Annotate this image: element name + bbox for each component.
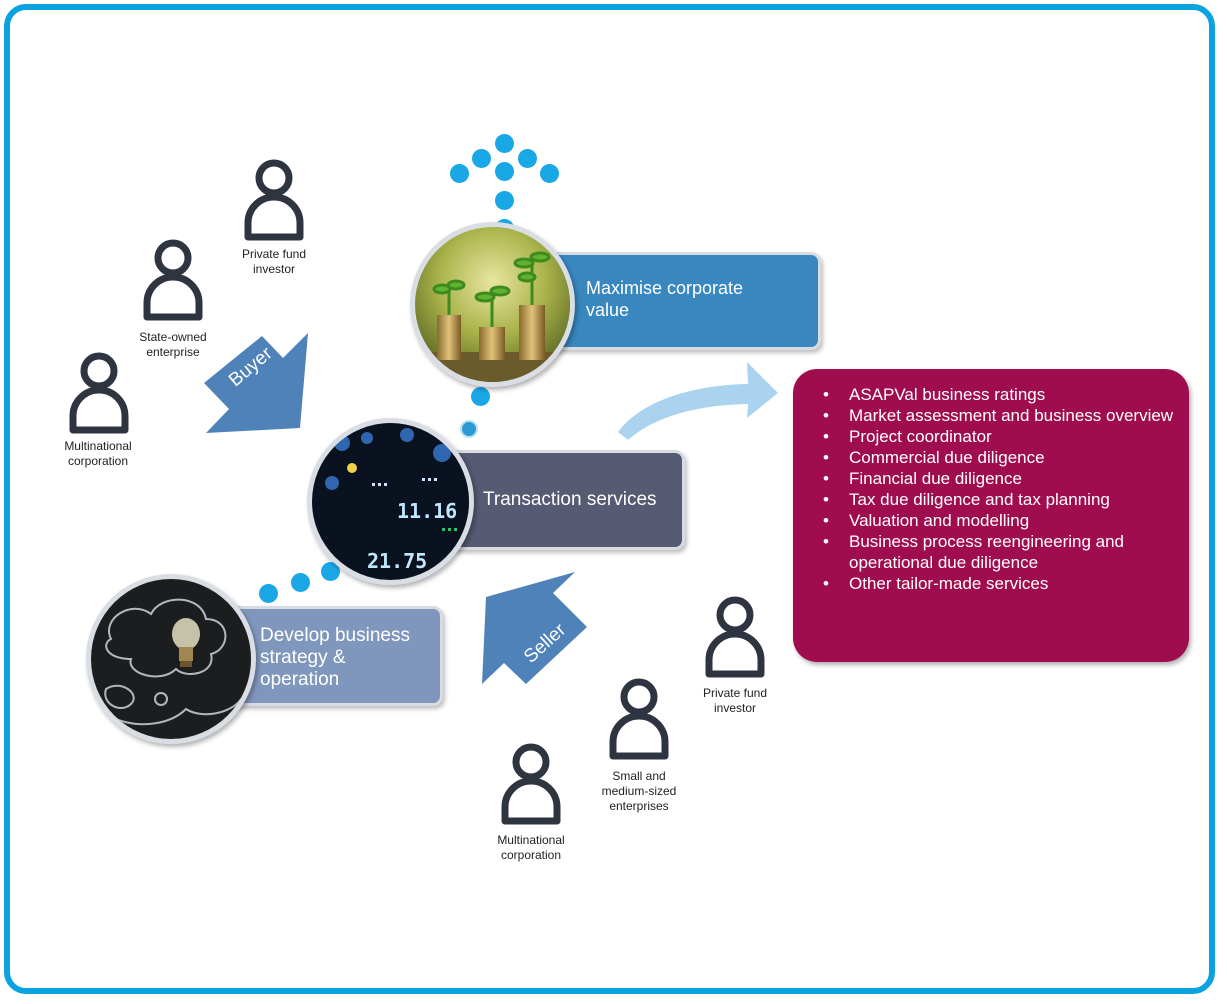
dot (259, 584, 278, 603)
person-label: Multinational corporation (497, 833, 565, 862)
list-item: Market assessment and business overview (823, 405, 1177, 426)
person-label: State-owned enterprise (139, 330, 207, 359)
person-icon (68, 350, 130, 441)
person-icon (608, 676, 670, 767)
dot (460, 420, 478, 438)
dot (472, 149, 491, 168)
dot (540, 164, 559, 183)
person-icon (704, 594, 766, 685)
dot (495, 162, 514, 181)
stock-ticker-photo: 11.16 21.75 (307, 418, 474, 585)
dot (518, 149, 537, 168)
seller-arrow (482, 572, 587, 684)
person-label: Private fund investor (702, 686, 768, 715)
dot (495, 134, 514, 153)
maximise-label: Maximise corporate value (586, 278, 744, 320)
svg-text:21.75: 21.75 (367, 549, 427, 573)
list-item: Other tailor-made services (823, 573, 1177, 594)
develop-label: Develop business strategy & operation (260, 625, 410, 690)
list-item: Tax due diligence and tax planning (823, 489, 1177, 510)
list-item: Financial due diligence (823, 468, 1177, 489)
list-item: Project coordinator (823, 426, 1177, 447)
dot (471, 387, 490, 406)
person-icon (243, 157, 305, 248)
dot (450, 164, 469, 183)
person-label: Multinational corporation (64, 439, 132, 468)
transaction-label: Transaction services (483, 489, 657, 510)
dot (321, 562, 340, 581)
dot (291, 573, 310, 592)
person-label: Small and medium-sized enterprises (601, 769, 677, 813)
services-list: ASAPVal business ratings Market assessme… (823, 384, 1177, 594)
list-item: Business process reengineering and opera… (823, 531, 1177, 573)
dot (495, 191, 514, 210)
person-icon (500, 741, 562, 832)
list-item: Commercial due diligence (823, 447, 1177, 468)
person-icon (142, 237, 204, 328)
coins-plant-photo (410, 222, 575, 387)
services-list-box: ASAPVal business ratings Market assessme… (793, 369, 1189, 662)
svg-text:11.16: 11.16 (397, 499, 457, 523)
list-item: Valuation and modelling (823, 510, 1177, 531)
list-item: ASAPVal business ratings (823, 384, 1177, 405)
lightbulb-photo (86, 574, 256, 744)
curved-arrow-to-services (618, 362, 778, 440)
buyer-arrow (204, 333, 308, 433)
person-label: Private fund investor (241, 247, 307, 276)
